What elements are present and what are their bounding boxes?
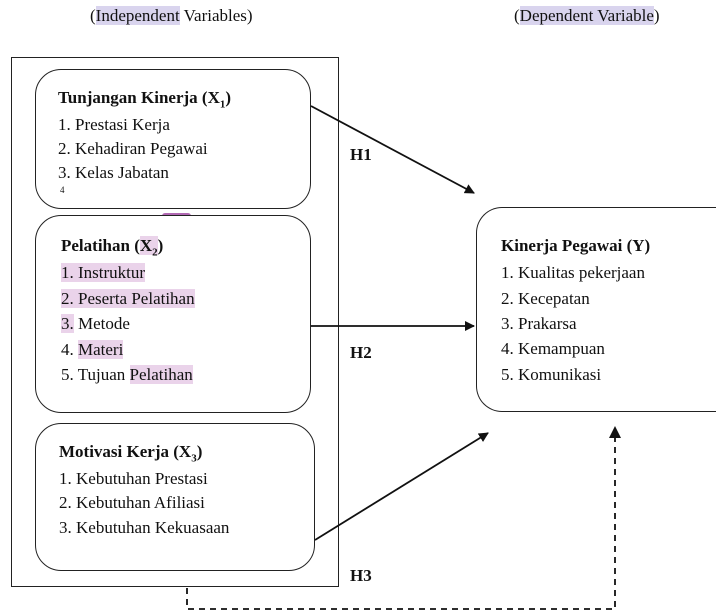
header-paren-close: ) bbox=[653, 6, 660, 25]
x3-variable-box: Motivasi Kerja (X3) 1. Kebutuhan Prestas… bbox=[35, 423, 315, 571]
y-item-3: 3. Prakarsa bbox=[501, 314, 577, 333]
x2-title-close: ) bbox=[157, 236, 164, 255]
x2-title-text: Pelatihan ( bbox=[61, 236, 140, 255]
x2-item-1-text: Instruktur bbox=[73, 263, 146, 282]
x2-item-2: 2. Peserta Pelatihan bbox=[61, 286, 195, 311]
x3-title-text: Motivasi Kerja (X bbox=[59, 442, 192, 461]
x2-item-4-text: Materi bbox=[78, 340, 124, 359]
x3-title: Motivasi Kerja (X3) bbox=[59, 442, 202, 464]
x2-title: Pelatihan (X2) bbox=[61, 236, 163, 258]
y-variable-box: Kinerja Pegawai (Y) 1. Kualitas pekerjaa… bbox=[476, 207, 716, 412]
header-paren: ( bbox=[514, 6, 520, 25]
header-paren: ( bbox=[90, 6, 96, 25]
x2-item-1-highlight: 1. Instruktur bbox=[61, 263, 146, 282]
x2-item-3: 3. Metode bbox=[61, 311, 130, 336]
hypothesis-h1-label: H1 bbox=[350, 145, 372, 164]
independent-variables-frame bbox=[11, 57, 339, 587]
y-item-2: 2. Kecepatan bbox=[501, 289, 590, 308]
dashed-arrowhead bbox=[609, 426, 621, 438]
independent-variables-header: (Independent Variables) bbox=[90, 6, 253, 26]
x1-variable-box: Tunjangan Kinerja (X1) 1. Prestasi Kerja… bbox=[35, 69, 311, 209]
arrow-h1 bbox=[310, 105, 475, 194]
hypothesis-h2-label: H2 bbox=[350, 343, 372, 362]
x3-item-3: 3. Kebutuhan Kekuasaan bbox=[59, 518, 230, 537]
x1-title-close: ) bbox=[225, 88, 232, 107]
x2-item-5-text: Pelatihan bbox=[129, 365, 193, 384]
x3-subscript: 3 bbox=[191, 452, 197, 465]
x1-title: Tunjangan Kinerja (X1) bbox=[58, 88, 231, 110]
y-item-1: 1. Kualitas pekerjaan bbox=[501, 263, 645, 282]
x3-item-1: 1. Kebutuhan Prestasi bbox=[59, 469, 208, 488]
y-item-4: 4. Kemampuan bbox=[501, 339, 605, 358]
arrow-h3 bbox=[314, 432, 489, 541]
x2-item-2-highlight: 2. Peserta Pelatihan bbox=[61, 289, 195, 308]
x2-item-2-num: 2. bbox=[61, 289, 74, 308]
y-item-5: 5. Komunikasi bbox=[501, 365, 602, 384]
x2-item-4-num: 4. bbox=[61, 340, 78, 359]
x2-symbol-highlight: X2 bbox=[139, 236, 158, 259]
x2-symbol: X bbox=[139, 236, 153, 255]
x2-subscript: 2 bbox=[152, 246, 158, 259]
x3-title-close: ) bbox=[196, 442, 203, 461]
x2-item-1: 1. Instruktur bbox=[61, 260, 146, 285]
hypothesis-h3-label: H3 bbox=[350, 566, 372, 585]
x2-item-1-num: 1. bbox=[61, 263, 74, 282]
x1-item-2: 2. Kehadiran Pegawai bbox=[58, 139, 208, 158]
x2-item-5-num: 5. Tujuan bbox=[61, 365, 130, 384]
x1-item-3: 3. Kelas Jabatan bbox=[58, 163, 169, 182]
x1-item-4-clipped: 4 bbox=[60, 186, 65, 194]
x2-item-5: 5. Tujuan Pelatihan bbox=[61, 362, 193, 387]
x2-variable-box: Pelatihan (X2) 1. Instruktur 2. Peserta … bbox=[35, 215, 311, 413]
x2-item-3-num: 3. bbox=[61, 314, 74, 333]
dashed-path-simultaneous bbox=[186, 432, 616, 610]
x1-subscript: 1 bbox=[219, 98, 226, 111]
x2-item-2-text: Peserta Pelatihan bbox=[73, 289, 195, 308]
dependent-variable-header: (Dependent Variable) bbox=[514, 6, 660, 26]
header-rest: Variables) bbox=[179, 6, 253, 25]
dependent-highlight: Dependent Variable bbox=[519, 6, 654, 25]
x2-item-4: 4. Materi bbox=[61, 337, 124, 362]
x3-item-2: 2. Kebutuhan Afiliasi bbox=[59, 493, 205, 512]
independent-highlight: Independent bbox=[95, 6, 180, 25]
x2-item-3-text: Metode bbox=[73, 314, 130, 333]
y-title: Kinerja Pegawai (Y) bbox=[501, 236, 651, 255]
x1-title-text: Tunjangan Kinerja (X bbox=[58, 88, 220, 107]
x1-item-1: 1. Prestasi Kerja bbox=[58, 115, 170, 134]
